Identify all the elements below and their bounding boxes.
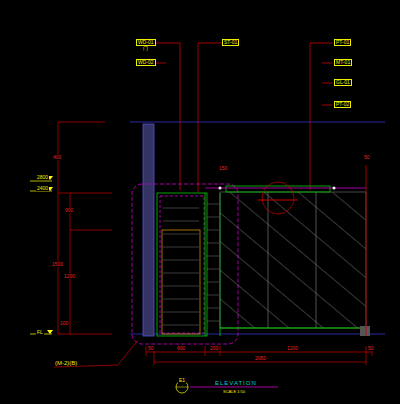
leader-lines (155, 43, 332, 192)
dimension-label: 1200 (286, 346, 299, 351)
lamp (205, 182, 366, 214)
dimension-label: 100 (59, 321, 69, 326)
dimension-label: (M-2)(B) (54, 360, 78, 366)
material-tag: MT-01 (334, 59, 352, 66)
material-tag: GL-01 (334, 79, 352, 86)
bottom-dimension (54, 340, 372, 367)
dimension-label: 2800 (36, 175, 49, 180)
level-dimension (30, 122, 112, 334)
dimension-label: 1200 (63, 274, 76, 279)
material-tag: WD-02 (136, 59, 156, 66)
material-tag: PT-02 (334, 101, 351, 108)
dimension-label: 200 (209, 346, 219, 351)
dimension-label: 50 (147, 346, 155, 351)
dimension-label: 2050 (254, 356, 267, 361)
dimension-label: E1 (178, 378, 186, 383)
ceiling-lines (130, 122, 385, 334)
dimension-label: FL (36, 330, 44, 335)
door (157, 193, 220, 336)
drawing-caption: ELEVATION (214, 380, 258, 386)
dimension-label: 50 (367, 346, 375, 351)
dimension-label: 900 (64, 208, 74, 213)
material-tag: WD-01 (136, 39, 156, 46)
material-tag: ST-01 (222, 39, 239, 46)
dimension-label: 150 (218, 166, 228, 171)
shelf-lines (163, 204, 219, 325)
glass-panel (220, 165, 370, 336)
dimension-label: 2400 (36, 186, 49, 191)
dimension-label: 600 (176, 346, 186, 351)
title-bubble (176, 381, 278, 393)
dimension-label: SCALE 1:50 (222, 390, 246, 394)
dimension-label: 400 (52, 155, 62, 160)
wall-section (143, 124, 154, 336)
material-tag: PT-01 (334, 39, 351, 46)
dimension-label: 门 (142, 46, 149, 51)
dimension-label: 50 (363, 155, 371, 160)
dimension-label: 1500 (51, 262, 64, 267)
